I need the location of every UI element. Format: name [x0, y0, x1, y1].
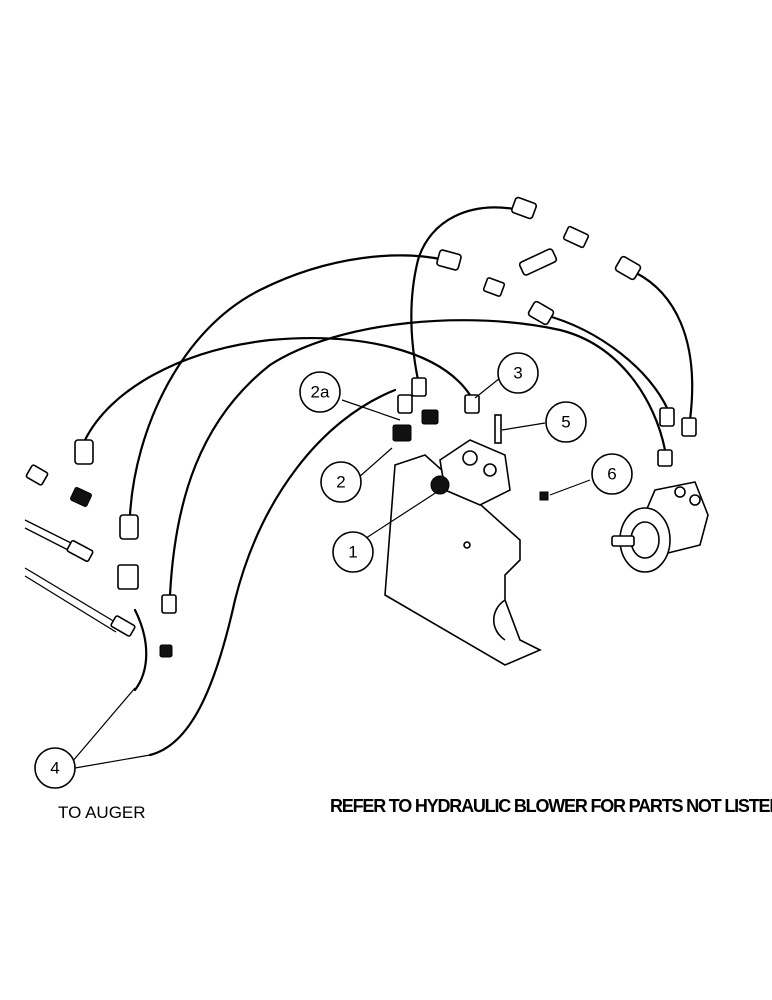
callout-label: 3: [513, 364, 522, 383]
callout-2a: 2a: [299, 371, 341, 413]
fitting-left-elbow: [70, 487, 92, 507]
tee-fitting-right: [562, 225, 590, 249]
callout-label: 4: [50, 759, 59, 778]
hoses: [24, 206, 694, 757]
union-fitting: [518, 248, 558, 276]
callout-4: 4: [34, 747, 76, 789]
caption-refer-note: REFER TO HYDRAULIC BLOWER FOR PARTS NOT …: [330, 796, 772, 816]
fitting-right-1: [659, 407, 675, 427]
callout-6: 6: [591, 453, 633, 495]
fitting-small-bottom: [159, 644, 173, 658]
callout-3: 3: [497, 352, 539, 394]
fitting-top: [510, 196, 538, 220]
leader-lines: [71, 377, 591, 769]
fitting-valve-2: [397, 394, 413, 414]
hose-left-to-valve: [83, 337, 472, 442]
fitting-left-mid: [119, 514, 139, 540]
callout-label: 5: [561, 413, 570, 432]
hose-auger-left: [133, 608, 148, 692]
tube-lower: [24, 567, 121, 633]
fitting-right-3: [657, 449, 673, 467]
fitting-mid: [527, 300, 555, 326]
hose-outer-left: [128, 254, 447, 517]
fitting-tube-end: [66, 539, 94, 563]
hydraulic-motor: [539, 481, 709, 573]
fitting-left-edge: [25, 464, 49, 486]
callout-label: 2: [336, 473, 345, 492]
fitting-valve-1: [411, 377, 427, 397]
hose-long-arc: [168, 319, 667, 597]
callout-5: 5: [545, 401, 587, 443]
fitting-hose-end-left: [161, 594, 177, 614]
fitting-tube-lower-end: [110, 615, 136, 637]
callout-1: 1: [332, 531, 374, 573]
callout-label: 6: [607, 465, 616, 484]
fittings: [25, 196, 697, 658]
fitting-top-left: [436, 249, 462, 271]
control-valve: [430, 414, 511, 506]
hose-right-short: [543, 313, 670, 412]
tube-upper: [24, 519, 76, 553]
hose-top-to-valve: [410, 206, 522, 382]
fitting-right-upper: [614, 255, 642, 281]
elbow-fitting-top: [482, 277, 506, 297]
hose-right-loop: [628, 268, 694, 422]
fitting-right-2: [681, 417, 697, 437]
fitting-left-top: [74, 439, 94, 465]
tee-fitting-left: [117, 564, 139, 590]
elbow-fitting-valve: [421, 409, 439, 425]
fitting-valve-3: [464, 394, 480, 414]
elbow-fitting-2: [392, 424, 412, 442]
callout-label: 2a: [311, 383, 330, 402]
hose-to-auger: [148, 388, 397, 757]
mounting-bracket: [384, 454, 542, 666]
callout-label: 1: [348, 543, 357, 562]
caption-to-auger: TO AUGER: [58, 803, 146, 822]
callout-2: 2: [320, 461, 362, 503]
